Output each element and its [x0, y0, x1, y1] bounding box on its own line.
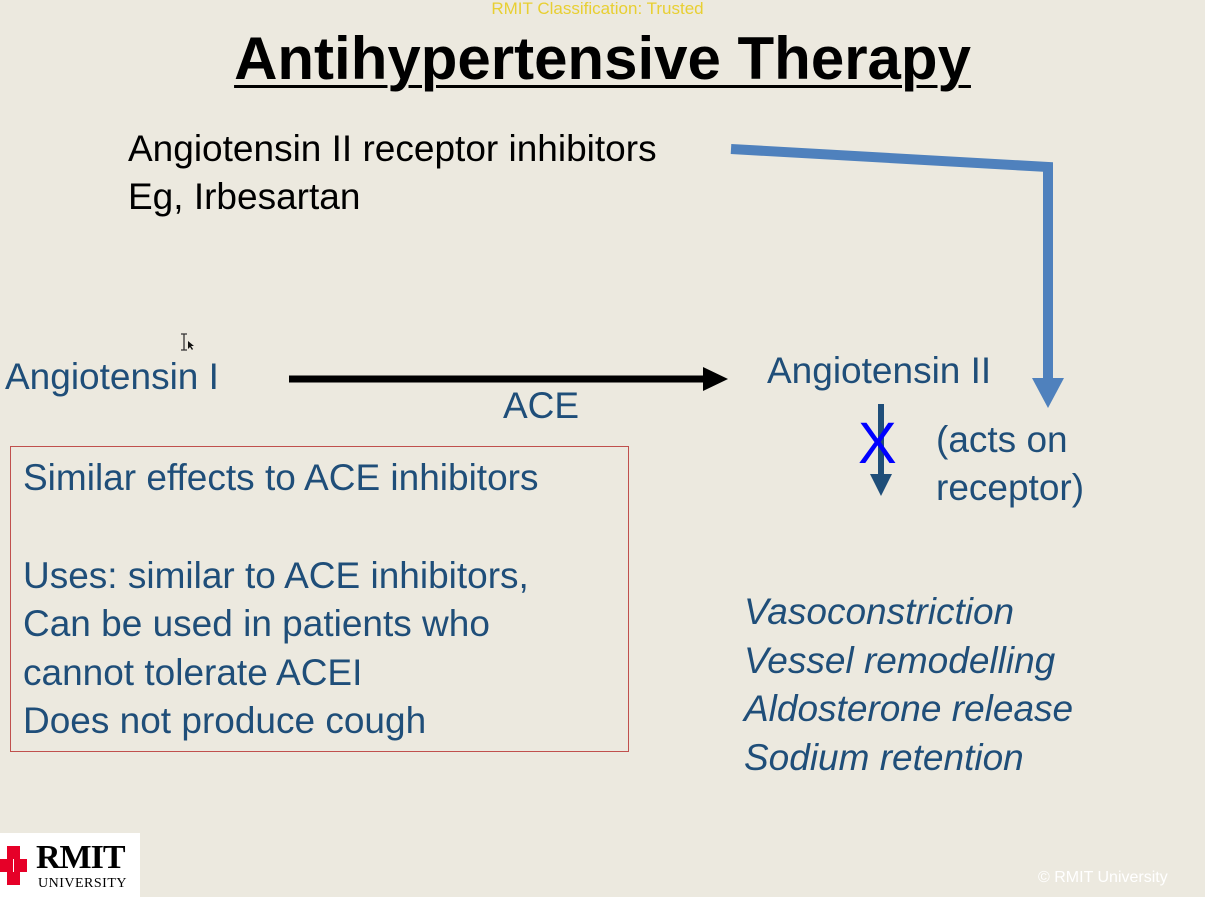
drug-class-example: Eg, Irbesartan	[128, 176, 361, 217]
receptor-note-line-2: receptor)	[936, 467, 1085, 508]
logo-pixel-mark	[0, 859, 13, 872]
info-line: Uses: similar to ACE inhibitors,	[23, 555, 529, 596]
info-box	[10, 446, 629, 752]
info-line: Can be used in patients who	[23, 603, 490, 644]
effect-item: Vasoconstriction	[744, 591, 1015, 632]
effect-item: Vessel remodelling	[744, 640, 1056, 681]
logo-pixel-mark	[14, 859, 27, 872]
receptor-note-line-1: (acts on	[936, 419, 1068, 460]
info-line: cannot tolerate ACEI	[23, 652, 363, 693]
copyright-footer: © RMIT University	[1038, 869, 1168, 886]
inhibitor-arrow-head	[1032, 378, 1064, 408]
blocked-arrow-head	[870, 474, 892, 496]
rmit-logo: RMIT UNIVERSITY	[0, 833, 140, 897]
angiotensin-ii-label: Angiotensin II	[767, 350, 992, 391]
effect-item: Sodium retention	[744, 737, 1024, 778]
info-line: Does not produce cough	[23, 700, 427, 741]
text-cursor-icon	[181, 333, 194, 351]
logo-pixel-mark	[7, 872, 20, 885]
classification-label: RMIT Classification: Trusted	[491, 0, 704, 18]
logo-subtitle: UNIVERSITY	[38, 876, 127, 891]
angiotensin-i-label: Angiotensin I	[5, 356, 219, 397]
effect-item: Aldosterone release	[744, 688, 1074, 729]
drug-class-name: Angiotensin II receptor inhibitors	[128, 128, 657, 169]
info-line: Similar effects to ACE inhibitors	[23, 457, 539, 498]
ace-enzyme-label: ACE	[503, 385, 580, 426]
conversion-arrow-head	[703, 367, 728, 391]
inhibitor-arrow	[730, 144, 1053, 382]
logo-wordmark: RMIT	[36, 839, 126, 876]
logo-pixel-mark	[7, 846, 20, 859]
slide-title: Antihypertensive Therapy	[234, 25, 971, 92]
block-mark: X	[858, 411, 897, 476]
